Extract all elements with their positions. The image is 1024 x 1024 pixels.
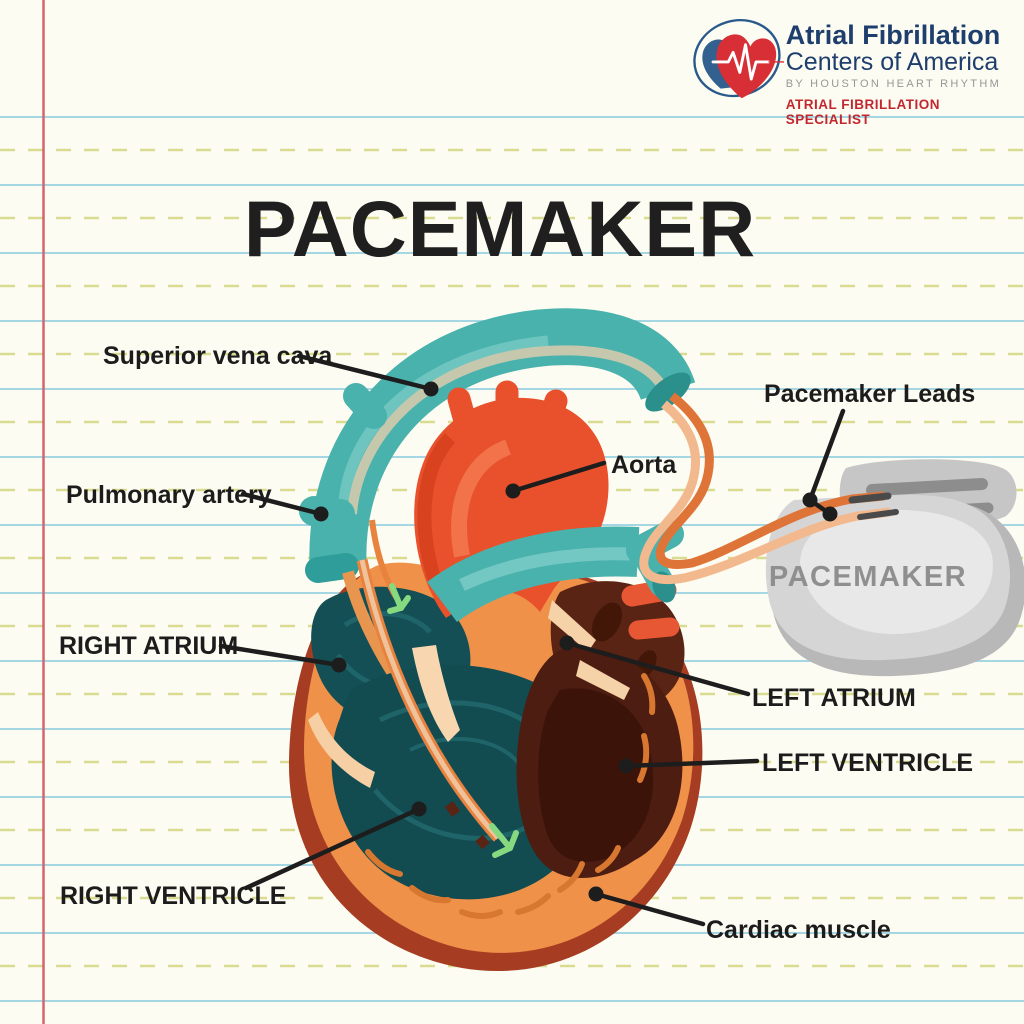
clinic-tagline: ATRIAL FIBRILLATION SPECIALIST [785, 97, 940, 128]
pacemaker-leads-external [639, 392, 891, 584]
clinic-logo-text: Atrial Fibrillation Centers of America B… [785, 10, 1018, 128]
label-pulmonary-artery: Pulmonary artery [66, 481, 272, 509]
label-pacemaker-leads: Pacemaker Leads [764, 380, 976, 408]
label-right-ventricle: RIGHT VENTRICLE [60, 882, 287, 910]
label-cardiac-muscle: Cardiac muscle [706, 916, 891, 944]
clinic-subtitle: BY HOUSTON HEART RHYTHM [785, 78, 1002, 91]
clinic-name-line1: Atrial Fibrillation [785, 20, 1001, 50]
label-left-atrium: LEFT ATRIUM [752, 684, 916, 712]
pacemaker-device-label: PACEMAKER [768, 561, 968, 593]
pacemaker-lead-wires [356, 519, 503, 850]
pacemaker-device [765, 459, 1024, 677]
leader-lines [218, 353, 846, 927]
label-superior-vena-cava: Superior vena cava [103, 342, 333, 370]
lead-connectors [848, 492, 899, 520]
label-right-atrium: RIGHT ATRIUM [59, 632, 239, 660]
conduction-arrows [387, 583, 519, 858]
left-ventricle-chamber [516, 647, 683, 878]
clinic-name-line2: Centers of America [785, 48, 999, 76]
label-aorta: Aorta [611, 451, 677, 479]
logo-heart-icon [693, 19, 784, 99]
clinic-logo: Atrial Fibrillation Centers of America B… [692, 10, 1018, 127]
label-left-ventricle: LEFT VENTRICLE [762, 749, 974, 777]
cardiac-muscle-texture [365, 673, 656, 919]
page-title: PACEMAKER [243, 184, 757, 273]
